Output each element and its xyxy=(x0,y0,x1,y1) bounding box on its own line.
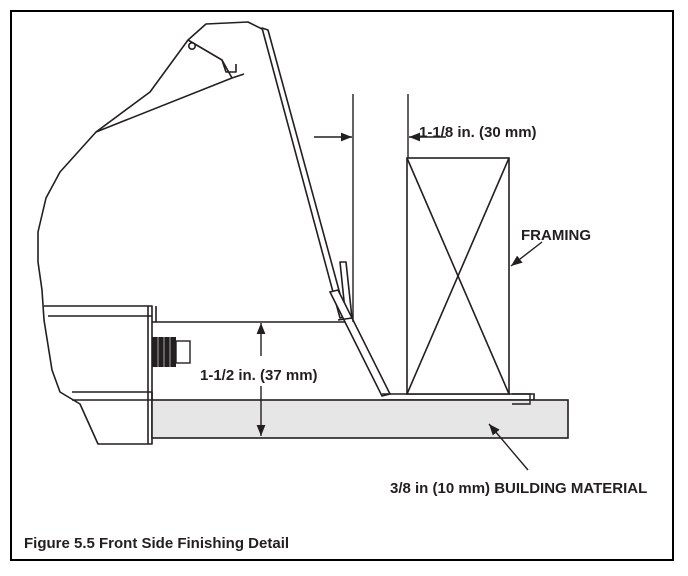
base-panel xyxy=(72,391,153,401)
control-knob xyxy=(152,337,191,367)
figure-border xyxy=(10,10,674,561)
base-plate xyxy=(512,393,531,405)
fireplace-hood xyxy=(37,21,354,445)
hood-screw xyxy=(188,41,197,50)
figure-caption: Figure 5.5 Front Side Finishing Detail xyxy=(24,535,290,552)
hood-bracket xyxy=(221,59,237,73)
side-wall-edge xyxy=(147,306,157,444)
building-material xyxy=(151,399,569,439)
hood-panel-line xyxy=(95,39,245,133)
material-leader xyxy=(488,423,529,471)
lower-body-rail xyxy=(44,305,153,322)
clearance-dimension-label: 1-1/2 in. (37 mm) xyxy=(200,367,318,384)
top-dimension xyxy=(314,94,446,322)
framing-stud xyxy=(406,157,510,395)
framing-leader xyxy=(510,241,543,267)
framing-label: FRAMING xyxy=(521,227,591,244)
building-material-label: 3/8 in (10 mm) BUILDING MATERIAL xyxy=(390,480,648,497)
top-dimension-label: 1-1/8 in. (30 mm) xyxy=(419,124,537,141)
